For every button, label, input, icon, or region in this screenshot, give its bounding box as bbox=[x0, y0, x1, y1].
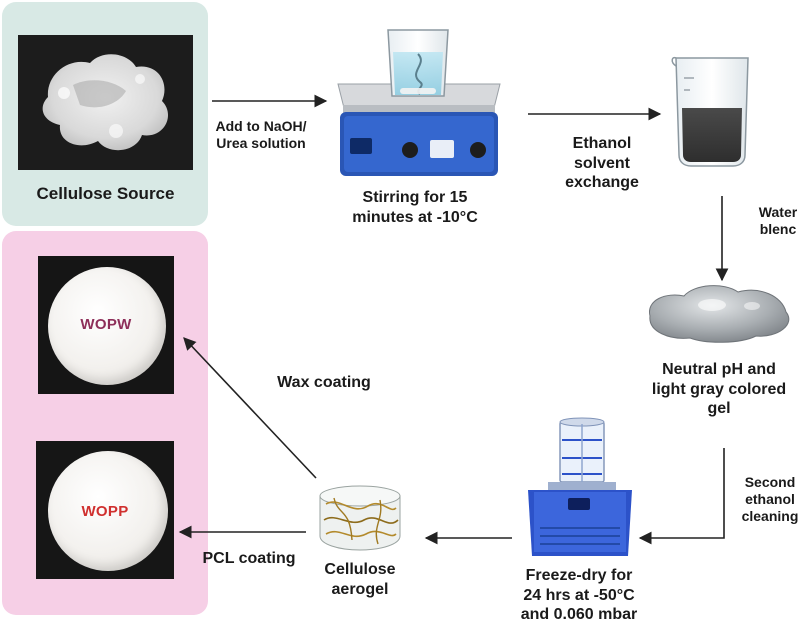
wopw-label: WOPW bbox=[80, 316, 132, 333]
aerogel-label: Cellulose aerogel bbox=[324, 561, 396, 598]
magnetic-stirrer-icon bbox=[337, 29, 501, 176]
cellulose-fiber-icon bbox=[42, 54, 169, 151]
freeze-dry-label: Freeze-dry for 24 hrs at -50°C and 0.060… bbox=[520, 567, 638, 624]
beaker-dark-liquid-icon bbox=[671, 56, 749, 167]
aerogel-cylinder-icon bbox=[319, 485, 401, 551]
arrow-gel-to-freeze-dryer bbox=[638, 448, 725, 545]
arrow-aerogel-to-wopw bbox=[183, 337, 317, 479]
wax-coating-label: Wax coating bbox=[277, 374, 371, 391]
second-cleaning-label: Second ethanol cleaning bbox=[741, 474, 799, 525]
cellulose-source-title: Cellulose Source bbox=[36, 184, 175, 203]
water-blend-label: Water blenc bbox=[758, 204, 798, 238]
gel-label: Neutral pH and light gray colored gel bbox=[651, 361, 787, 418]
wopp-disc bbox=[48, 451, 168, 571]
add-solution-label: Add to NaOH/ Urea solution bbox=[215, 118, 307, 152]
freeze-dryer-icon bbox=[528, 417, 632, 556]
cellulose-source-photo bbox=[18, 35, 193, 170]
ethanol-exchange-label: Ethanol solvent exchange bbox=[565, 135, 639, 192]
wopw-disc bbox=[48, 267, 166, 385]
wopw-sample-photo: WOPW bbox=[38, 256, 174, 394]
pcl-coating-label: PCL coating bbox=[202, 550, 296, 567]
stirring-label: Stirring for 15 minutes at -10°C bbox=[352, 189, 478, 226]
gray-gel-icon bbox=[649, 285, 790, 343]
wopp-label: WOPP bbox=[81, 503, 129, 520]
wopp-sample-photo: WOPP bbox=[36, 441, 174, 579]
